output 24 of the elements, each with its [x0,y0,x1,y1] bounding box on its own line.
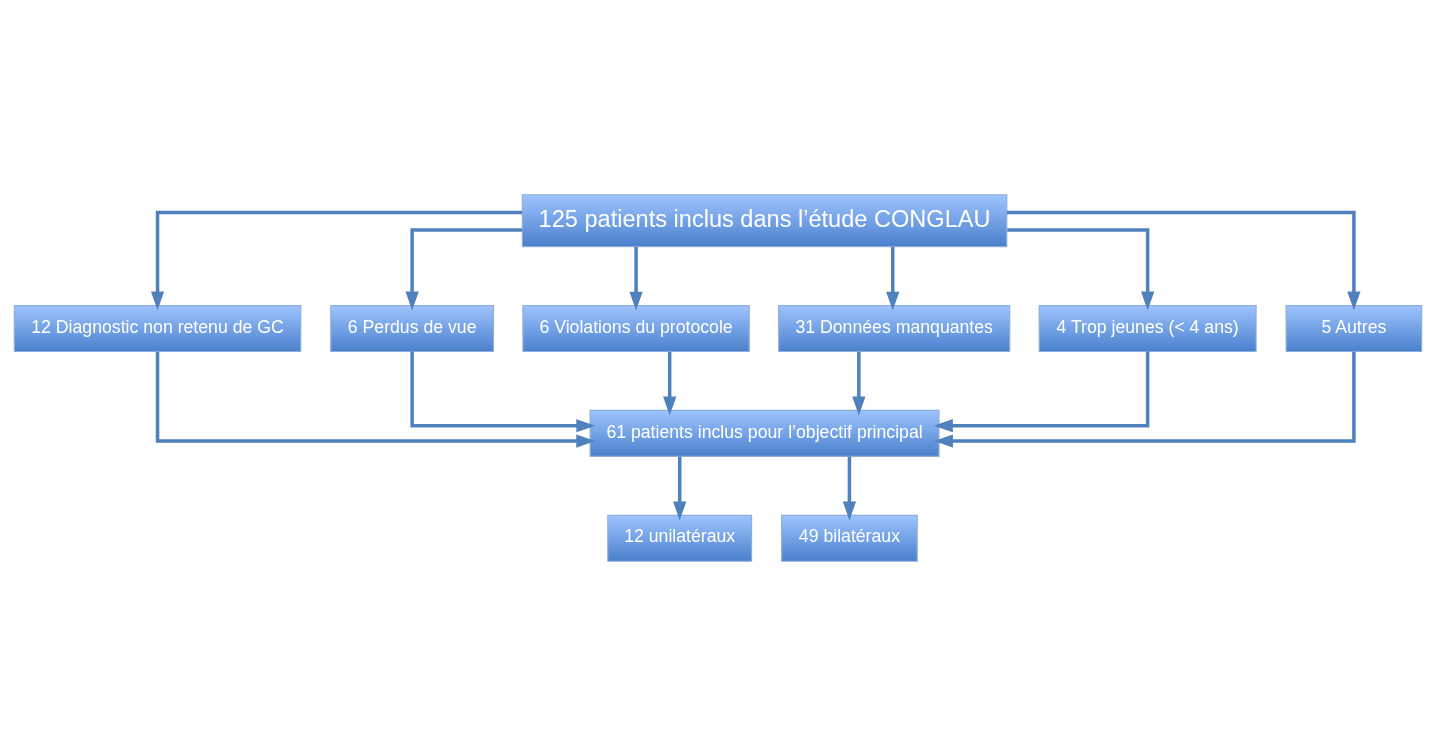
arrow [886,246,900,311]
node-box: 12 Diagnostic non retenu de GC [13,304,302,352]
node-box: 125 patients inclus dans l’étude CONGLAU [521,193,1008,247]
arrow [1007,227,1155,311]
arrow [934,351,1356,448]
node-box: 31 Données manquantes [778,304,1011,352]
node-box: 61 patients inclus pour l’objectif principal [589,409,940,457]
arrow [933,351,1150,432]
arrow [842,456,857,520]
arrow [663,351,677,416]
arrow [150,210,523,310]
arrow [629,246,643,311]
node-box: 49 bilatéraux [781,514,918,562]
arrow [852,351,866,416]
node-box: 6 Perdus de vue [330,304,495,352]
node-box: 12 unilatéraux [607,514,753,562]
node-box: 5 Autres [1285,304,1423,352]
arrow [155,351,596,448]
arrow [1006,210,1361,310]
node-box: 6 Violations du protocole [522,304,750,352]
node-box: 4 Trop jeunes (< 4 ans) [1038,304,1257,352]
arrow [673,456,687,520]
arrow [410,351,596,432]
arrow [405,227,523,311]
